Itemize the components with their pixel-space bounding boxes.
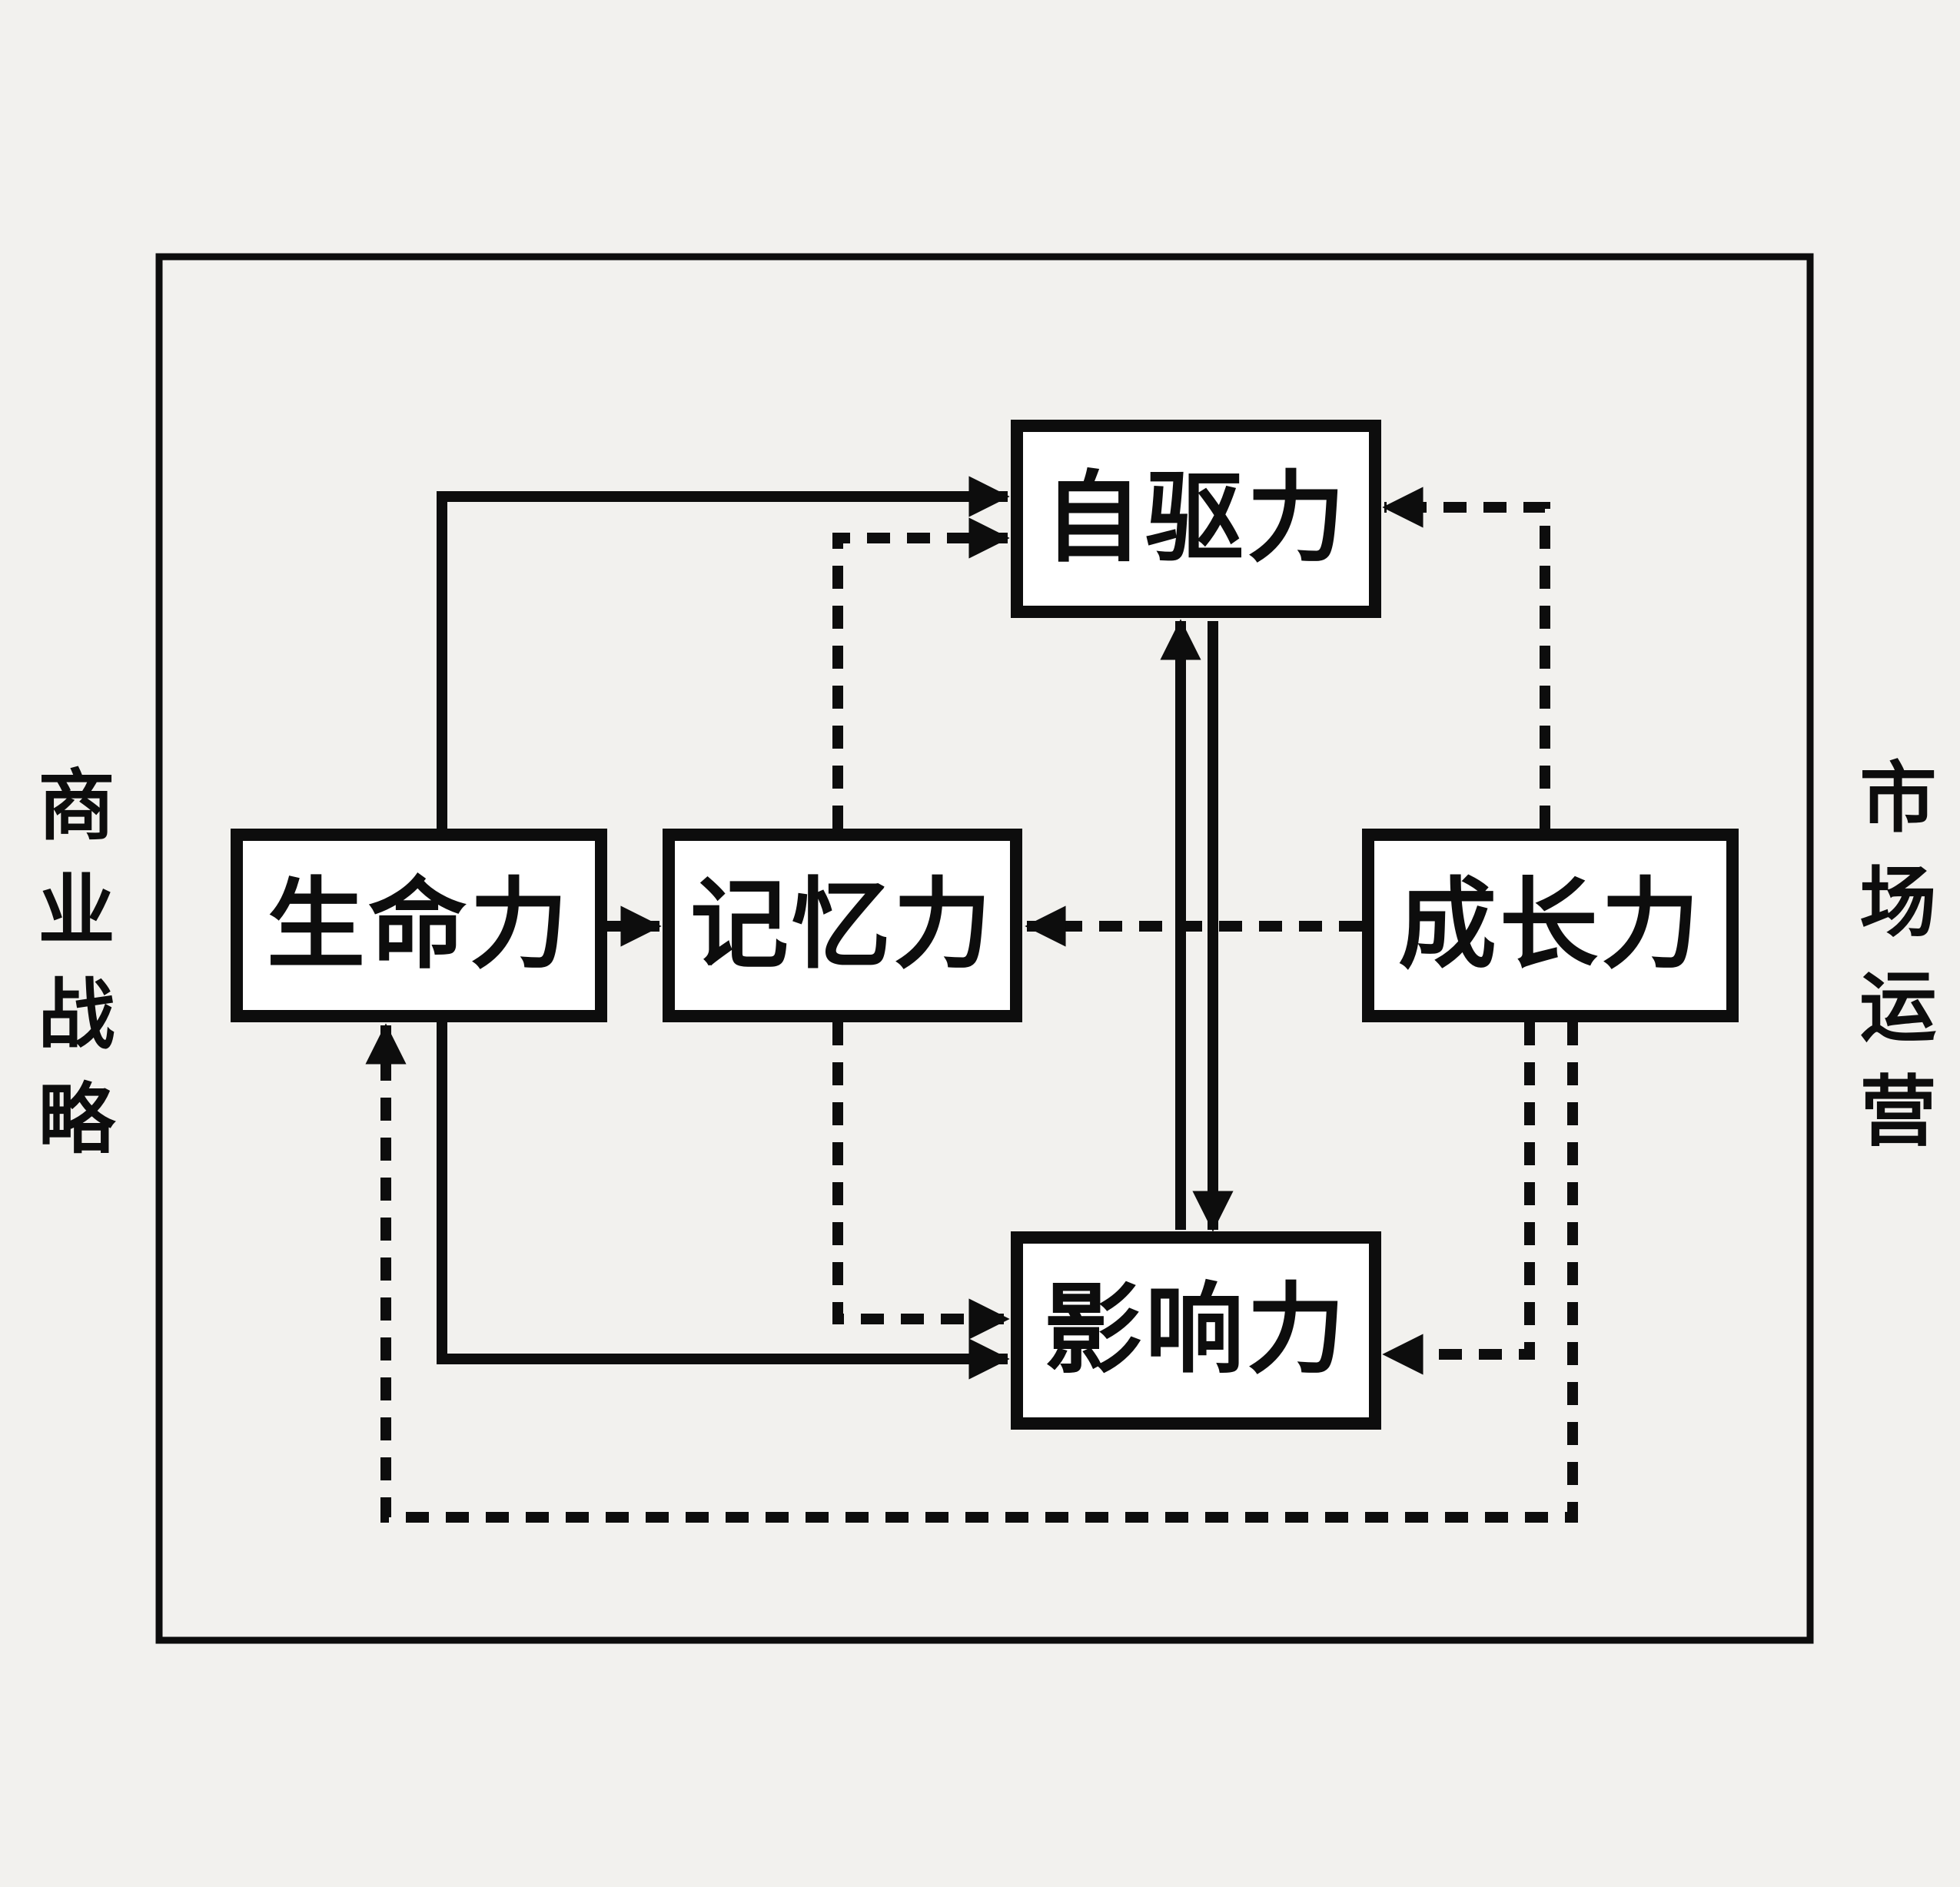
edge-memory-to-influence [832, 1022, 1010, 1340]
node-growth-label: 成长力 [1397, 870, 1703, 980]
edge-growth-to-influence [1382, 1022, 1535, 1375]
node-self-drive: 自驱力 [1011, 420, 1381, 618]
edge-growth-to-vitality-loop [365, 1022, 1578, 1523]
edge-growth-to-selfdrive [1382, 487, 1550, 829]
node-growth: 成长力 [1362, 829, 1739, 1022]
node-influence-label: 影响力 [1043, 1275, 1348, 1385]
node-memory-label: 记忆力 [689, 870, 995, 980]
node-self-drive-label: 自驱力 [1043, 463, 1348, 573]
left-side-label: 商业战略 [26, 765, 112, 1183]
edge-vitality-to-influence [437, 1022, 1010, 1380]
node-influence: 影响力 [1011, 1231, 1381, 1430]
node-vitality: 生命力 [231, 829, 607, 1022]
right-side-label: 市场运营 [1848, 757, 1934, 1175]
node-memory: 记忆力 [663, 829, 1022, 1022]
node-vitality-label: 生命力 [266, 870, 571, 980]
edge-memory-to-selfdrive [832, 517, 1010, 829]
outer-frame [155, 253, 1814, 1644]
edge-vitality-to-selfdrive [437, 476, 1010, 829]
